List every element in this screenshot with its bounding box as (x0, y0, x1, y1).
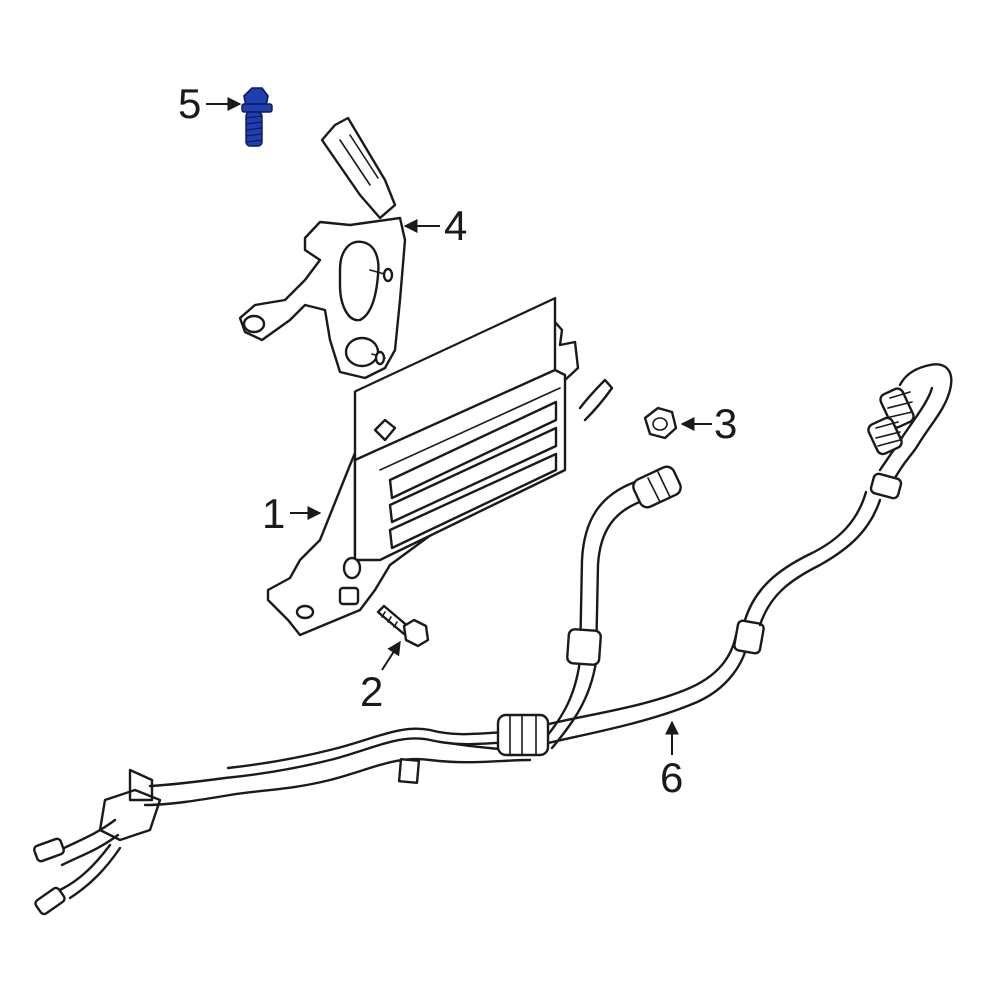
transmission-oil-cooler[interactable] (266, 296, 614, 637)
callout-3: 3 (714, 400, 737, 447)
cooler-line-assembly[interactable] (33, 363, 953, 916)
hex-nut[interactable] (643, 406, 678, 440)
callout-5: 5 (178, 80, 201, 127)
cooler-bolt[interactable] (376, 604, 430, 648)
oil-cooler-bracket[interactable] (238, 116, 407, 380)
callout-leaders (206, 97, 712, 755)
callout-6: 6 (660, 754, 683, 801)
bracket-bolt-highlighted[interactable] (241, 87, 273, 147)
callout-4: 4 (444, 202, 467, 249)
callout-2: 2 (360, 668, 383, 715)
callout-1: 1 (262, 490, 285, 537)
